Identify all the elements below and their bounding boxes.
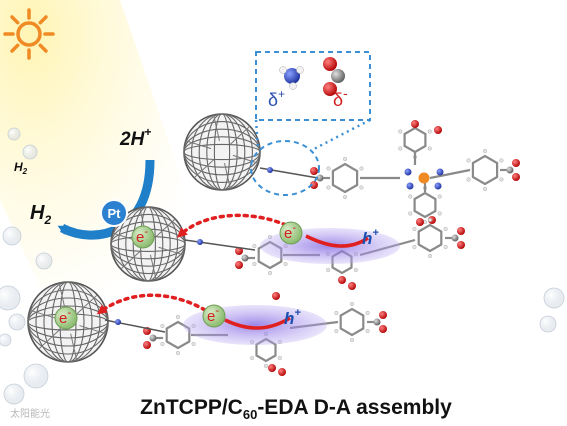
proton-label: 2H+ — [119, 125, 151, 150]
bubbles — [0, 127, 565, 405]
svg-text:e-: e- — [207, 305, 219, 325]
sun-icon — [3, 8, 55, 60]
figure-title: ZnTCPP/C60-EDA D-A assembly — [140, 396, 452, 422]
electron-badge-acceptor-bottom: e- — [54, 306, 78, 330]
hole-label-top: h+ — [362, 227, 379, 248]
electron-badge-donor-top: e- — [279, 221, 303, 245]
watermark: 太阳能光 — [10, 407, 50, 420]
electron-path-top-dotted — [177, 213, 288, 238]
ammonium-molecule — [279, 66, 304, 90]
carboxylate-molecule — [323, 57, 345, 96]
sunlight-beam — [0, 0, 210, 330]
svg-text:e-: e- — [136, 226, 148, 246]
pt-label: Pt — [108, 206, 122, 221]
inset-connector-right — [311, 118, 371, 152]
pt-badge — [100, 199, 128, 227]
electron-path-bottom-dotted — [96, 293, 207, 315]
electron-badge-donor-bottom: e- — [202, 304, 226, 328]
delta-plus-label: δ+ — [268, 87, 285, 110]
inset-focus-circle — [250, 140, 320, 196]
inset-box — [255, 51, 371, 121]
svg-text:e-: e- — [284, 222, 296, 242]
electron-badge-acceptor-top: e- — [131, 225, 155, 249]
delta-minus-label: δ- — [333, 85, 348, 110]
hole-label-bottom: h+ — [284, 307, 301, 328]
hydrogen-label-large: H2 — [30, 202, 51, 227]
svg-text:e-: e- — [59, 307, 71, 327]
electron-path-bottom-solid — [224, 316, 291, 330]
hydrogen-label-small: H2 — [14, 160, 28, 176]
electron-path-top-solid — [305, 234, 369, 248]
